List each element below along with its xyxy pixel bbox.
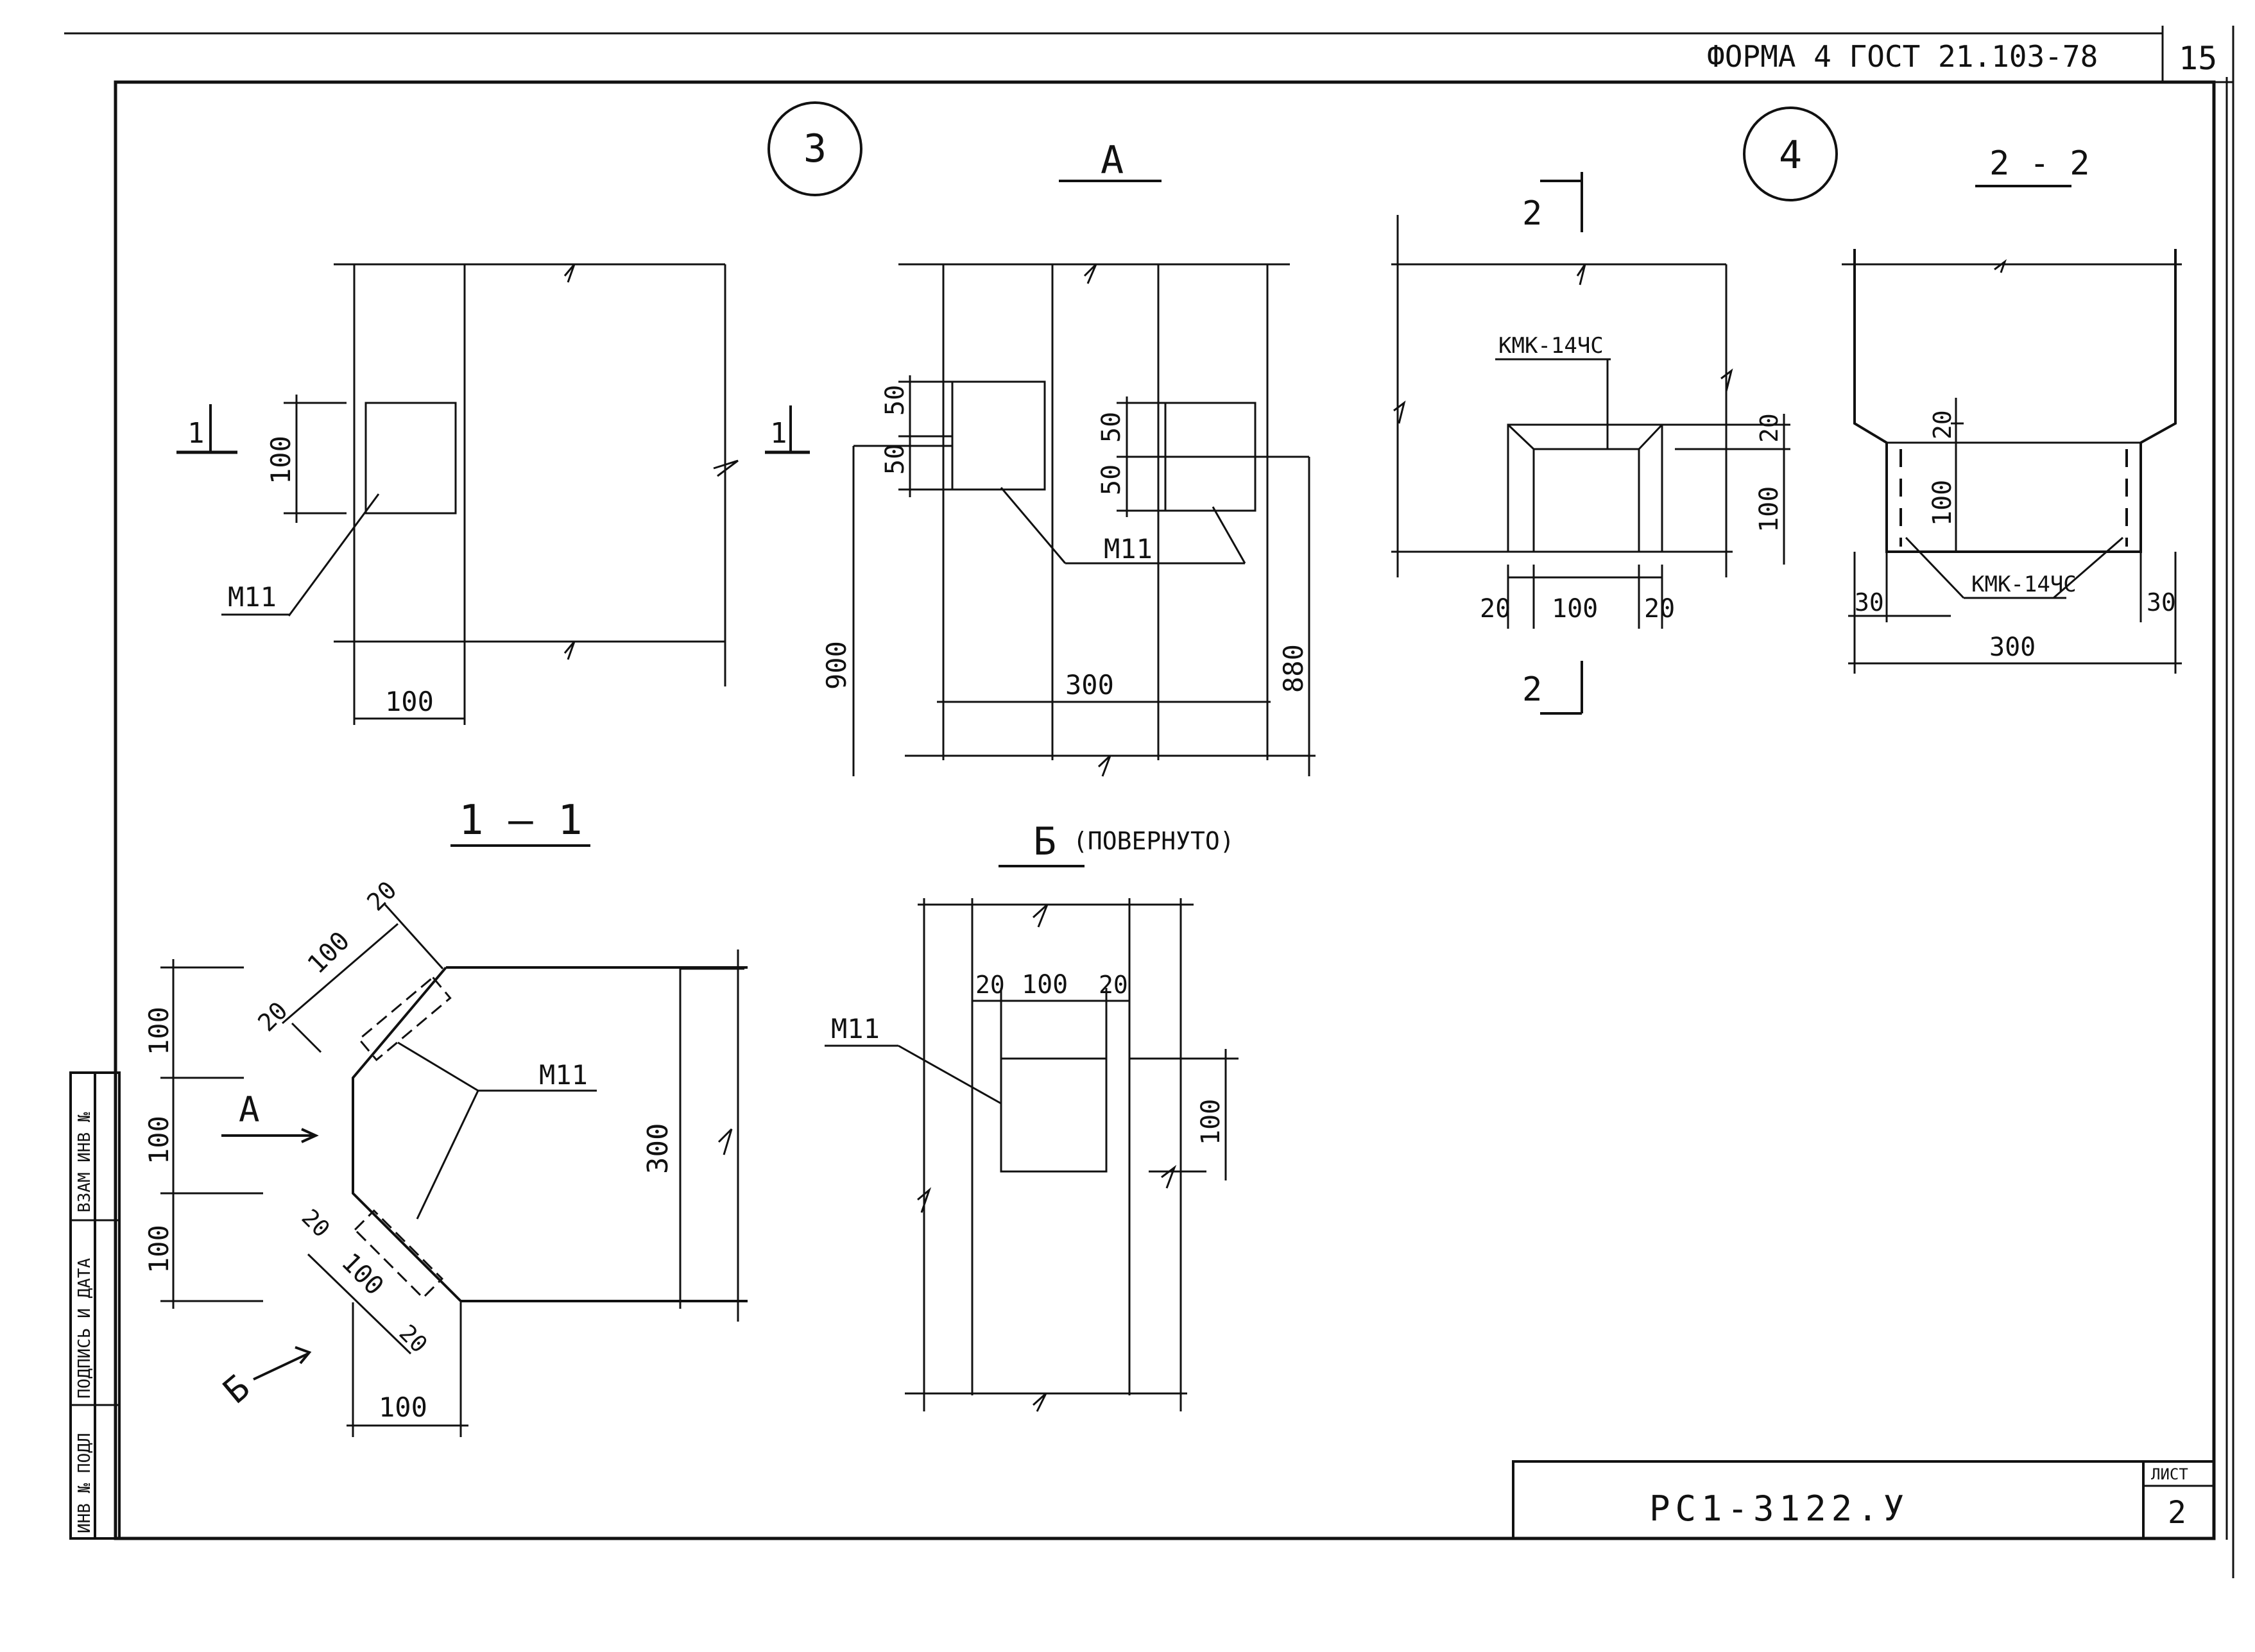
node4-marker <box>1743 106 1838 201</box>
node4-section-mark-bottom: 2 <box>1522 670 1542 709</box>
page-number: 15 <box>2179 40 2217 77</box>
stamp-inv-orig: ИНВ № ПОДЛ <box>75 1433 94 1533</box>
title-block <box>1512 1460 2215 1540</box>
view-a-dim-50-a: 50 <box>880 385 910 416</box>
section-2-2-dim-20: 20 <box>1928 410 1957 439</box>
view-a-elevation <box>765 263 1316 777</box>
node4-dim-20-vert: 20 <box>1755 413 1783 443</box>
section-1-1-arrow-a: А <box>239 1089 260 1130</box>
section-1-1-dim-20-b: 20 <box>361 876 402 916</box>
sheet-label: ЛИСТ <box>2151 1465 2188 1483</box>
view-a-dim-50-d: 50 <box>1097 464 1126 495</box>
section-1-1-dim-20-c: 20 <box>296 1204 335 1243</box>
node4-elevation <box>1391 172 1790 715</box>
view-a-dim-50-c: 50 <box>1097 412 1126 443</box>
section-1-1-dim-20-d: 20 <box>394 1320 433 1358</box>
view-a-dim-50-b: 50 <box>880 444 910 475</box>
node4-dim-20-right: 20 <box>1644 594 1675 624</box>
view-b-dim-20-left: 20 <box>975 971 1005 999</box>
section-2-2-label-kmk: КМК-14ЧС <box>1971 572 2077 597</box>
view-b-note: (ПОВЕРНУТО) <box>1073 827 1235 855</box>
document-code: РС1-3122.У <box>1649 1488 1909 1529</box>
node4-label-kmk: КМК-14ЧС <box>1498 333 1604 359</box>
section-1-1-dim-20-a: 20 <box>252 996 293 1037</box>
node3-dim-100-vert: 100 <box>265 436 296 484</box>
node3-plan <box>176 263 739 725</box>
node3-label-m11: М11 <box>228 581 277 613</box>
node4-dim-20-left: 20 <box>1480 594 1511 624</box>
node4-section-mark-top: 2 <box>1522 194 1542 233</box>
node3-marker <box>767 101 862 196</box>
node3-section-mark: 1 <box>187 417 205 450</box>
node3-dim-100-horiz: 100 <box>385 686 434 717</box>
sheet-number: 2 <box>2168 1495 2186 1531</box>
section-1-1-title: 1 – 1 <box>459 797 583 844</box>
view-b-plate <box>1000 1057 1108 1173</box>
node3-number: 3 <box>803 126 827 171</box>
section-1-1-dim-100-c: 100 <box>143 1225 175 1273</box>
view-a-title: А <box>1101 138 1124 183</box>
node4-dim-100-horiz: 100 <box>1552 594 1598 624</box>
form-label: ФОРМА 4 ГОСТ 21.103-78 <box>1707 39 2098 74</box>
section-1-1-dim-100-b: 100 <box>143 1116 175 1164</box>
node4-number: 4 <box>1779 133 1802 178</box>
node4-dim-100-vert: 100 <box>1754 486 1784 532</box>
section-1-1-arrow-b: Б <box>216 1367 257 1411</box>
section-1-1-dim-300: 300 <box>642 1123 674 1174</box>
side-stamp <box>69 1071 121 1540</box>
view-a-dim-300: 300 <box>1065 669 1114 701</box>
section-1-1-dim-100-bottom: 100 <box>379 1392 427 1423</box>
section-1-1 <box>160 903 748 1437</box>
view-a-label-m11: М11 <box>1104 533 1153 565</box>
view-b-dim-100-horiz: 100 <box>1022 970 1068 1000</box>
node4-plate <box>1532 448 1640 553</box>
view-b-title: Б <box>1033 819 1056 864</box>
sheet-frame <box>64 26 2234 1578</box>
section-2-2-dim-30-right: 30 <box>2147 588 2176 617</box>
stamp-sign-date: ПОДПИСЬ И ДАТА <box>75 1258 94 1399</box>
view-a-dim-880: 880 <box>1278 644 1309 693</box>
view-a-dim-900: 900 <box>821 641 852 690</box>
section-2-2-dim-300: 300 <box>1989 633 2036 662</box>
view-b-elevation <box>825 898 1239 1412</box>
section-1-1-dim-100-a: 100 <box>143 1007 175 1055</box>
view-b-dim-20-right: 20 <box>1099 971 1128 999</box>
stamp-inv-repl: ВЗАМ ИНВ № <box>75 1112 94 1213</box>
section-2-2-dim-100: 100 <box>1928 480 1957 526</box>
section-2-2 <box>1842 249 2182 674</box>
node3-plate <box>364 402 457 515</box>
section-2-2-dim-30-left: 30 <box>1855 588 1884 617</box>
section-1-1-dim-100-diag-bottom: 100 <box>336 1248 390 1302</box>
view-a-section-mark: 1 <box>770 417 787 450</box>
section-1-1-dim-100-diag-top: 100 <box>302 926 356 980</box>
view-b-label-m11: М11 <box>831 1013 880 1044</box>
section-1-1-label-m11: М11 <box>539 1059 588 1091</box>
view-b-dim-100-vert: 100 <box>1196 1099 1226 1145</box>
section-2-2-title: 2 - 2 <box>1989 144 2090 183</box>
view-a-plate-left <box>951 380 1046 491</box>
